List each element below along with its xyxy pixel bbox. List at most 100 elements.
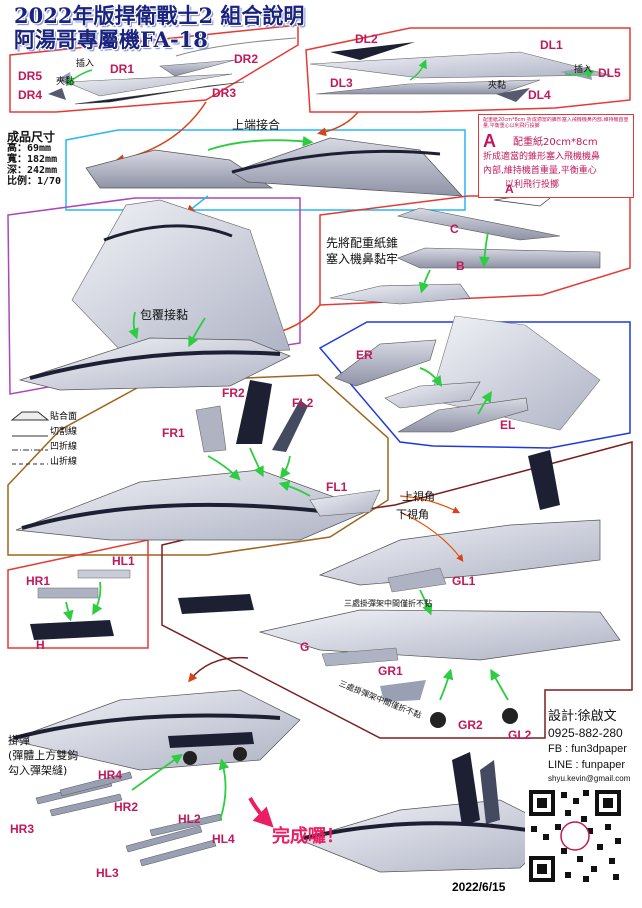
part-fl1-shape: [309, 489, 381, 517]
facebook: FB : fun3dpaper: [548, 743, 627, 755]
frame-right-parts: [9, 24, 299, 113]
frame-top-join: [65, 129, 466, 211]
label-h: H: [36, 638, 45, 652]
label-gr2: GR2: [458, 718, 483, 732]
label-hl3: HL3: [96, 866, 119, 880]
label-dl5: DL5: [598, 66, 621, 80]
part-fr2-shape: [236, 380, 272, 444]
part-fl2-shape: [272, 400, 308, 452]
label-el: EL: [500, 418, 516, 432]
spec-width: 寬：182mm: [7, 154, 58, 165]
note-weight-2: 塞入機鼻黏牢: [326, 252, 399, 266]
label-hr4: HR4: [98, 768, 123, 782]
note-missile-1: 掛彈: [8, 734, 30, 747]
wheel-gl2: [502, 708, 518, 724]
note-view-up: 上視角: [402, 490, 435, 503]
label-hr1: HR1: [26, 574, 51, 588]
designer: 設計:徐啟文: [548, 708, 617, 723]
weight-line4: 以利飛行投擲: [505, 180, 560, 190]
date: 2022/6/15: [452, 880, 506, 894]
missile-hr4: [59, 771, 133, 797]
label-c: C: [450, 222, 459, 236]
weight-line1: 配重紙20cm*8cm: [513, 137, 598, 148]
label-dl2: DL2: [355, 32, 378, 46]
part-c-shape: [396, 207, 561, 241]
weight-line2: 折成適當的錐形塞入飛機機鼻: [483, 152, 601, 162]
legend-mountain: 山折線: [50, 457, 78, 467]
jet-bottom-view: [258, 609, 621, 661]
part-dl1-shape: [309, 51, 611, 79]
title-line2: 阿湯哥專屬機FA-18: [14, 27, 208, 52]
credits-block: 設計:徐啟文 0925-882-280 FB : fun3dpaper LINE…: [548, 707, 630, 785]
fuselage-wrapped: [18, 337, 291, 391]
weight-small-print: 配重紙20cm*8cm 折成適當的錐形塞入飛機機鼻內部,維持機首重量,平衡重心以…: [483, 117, 629, 129]
note-wrap-glue: 包覆接黏: [140, 308, 189, 322]
legend-cut: 切割線: [50, 427, 78, 437]
note-insert-r: 插入: [76, 59, 95, 69]
part-fr1-shape: [195, 405, 227, 453]
label-g: G: [300, 640, 310, 654]
label-gl1: GL1: [452, 574, 476, 588]
label-hl4: HL4: [212, 832, 235, 846]
spec-block: 成品尺寸 高：69mm 寬：182mm 深：242mm 比例：1/70: [7, 131, 61, 187]
label-dr4: DR4: [18, 88, 43, 102]
phone: 0925-882-280: [548, 726, 623, 740]
label-hl1: HL1: [112, 554, 135, 568]
missile-hl3: [125, 825, 203, 853]
engine-body: [384, 381, 481, 409]
frame-left-parts: [305, 27, 631, 113]
note-top-join: 上端接合: [232, 118, 281, 132]
label-gl2: GL2: [508, 728, 532, 742]
note-insert-l: 插入: [574, 65, 593, 75]
part-gr1-shape: [380, 680, 426, 702]
spec-height: 高：69mm: [7, 143, 52, 154]
pylon-h-assembly: [178, 594, 254, 614]
wheel-gr2: [430, 712, 446, 728]
part-el-shape: [397, 397, 529, 433]
part-b-shape: [397, 247, 601, 269]
done-arrow: [248, 797, 274, 828]
part-dr1-shape: [65, 73, 233, 97]
note-clip-r: 夾黏: [56, 77, 75, 87]
title-line1: 2022年版捍衛戰士2 組合說明: [14, 3, 305, 28]
label-dr3: DR3: [212, 86, 237, 100]
step-arrow: [188, 656, 249, 683]
jet-with-pylons: [8, 689, 301, 771]
label-dr1: DR1: [110, 62, 135, 76]
part-dr4-shape: [48, 88, 66, 100]
missiles: [35, 771, 223, 867]
note-missile-2: (彈體上方雙鉤: [8, 749, 79, 762]
label-dr5: DR5: [18, 69, 43, 83]
missile-hr2-a: [49, 793, 123, 817]
step-arrow: [317, 111, 359, 137]
label-fl2: FL2: [292, 396, 314, 410]
label-fl1: FL1: [326, 480, 348, 494]
box-a-label: A: [483, 131, 496, 151]
part-dr2-shape: [159, 59, 236, 77]
part-g-shape: [321, 647, 399, 667]
note-weight-1: 先將配重紙錐: [326, 236, 399, 250]
label-fr2: FR2: [222, 386, 245, 400]
label-dr2: DR2: [234, 52, 259, 66]
label-fr1: FR1: [162, 426, 185, 440]
missile-hl2: [149, 813, 223, 837]
label-er: ER: [356, 348, 373, 362]
part-er-shape: [334, 339, 437, 387]
part-dl4-shape: [496, 88, 530, 102]
label-b: B: [456, 259, 465, 273]
label-dl3: DL3: [330, 76, 353, 90]
label-gr1: GR1: [378, 664, 403, 678]
part-dl2-shape: [330, 42, 415, 60]
part-gl1-shape: [387, 567, 447, 593]
label-dl4: DL4: [528, 88, 551, 102]
missile-hl4: [139, 839, 217, 867]
part-dr3-shape: [74, 81, 245, 105]
label-hr3: HR3: [10, 822, 35, 836]
label-hr2: HR2: [114, 800, 139, 814]
frame-pylons: [7, 539, 149, 649]
note-view-down: 下視角: [396, 508, 429, 521]
vertical-tail: [528, 450, 560, 510]
legend-lines: [10, 411, 50, 465]
part-dl3-shape: [315, 79, 541, 95]
note-missile-3: 勾入彈架縫): [8, 764, 68, 777]
